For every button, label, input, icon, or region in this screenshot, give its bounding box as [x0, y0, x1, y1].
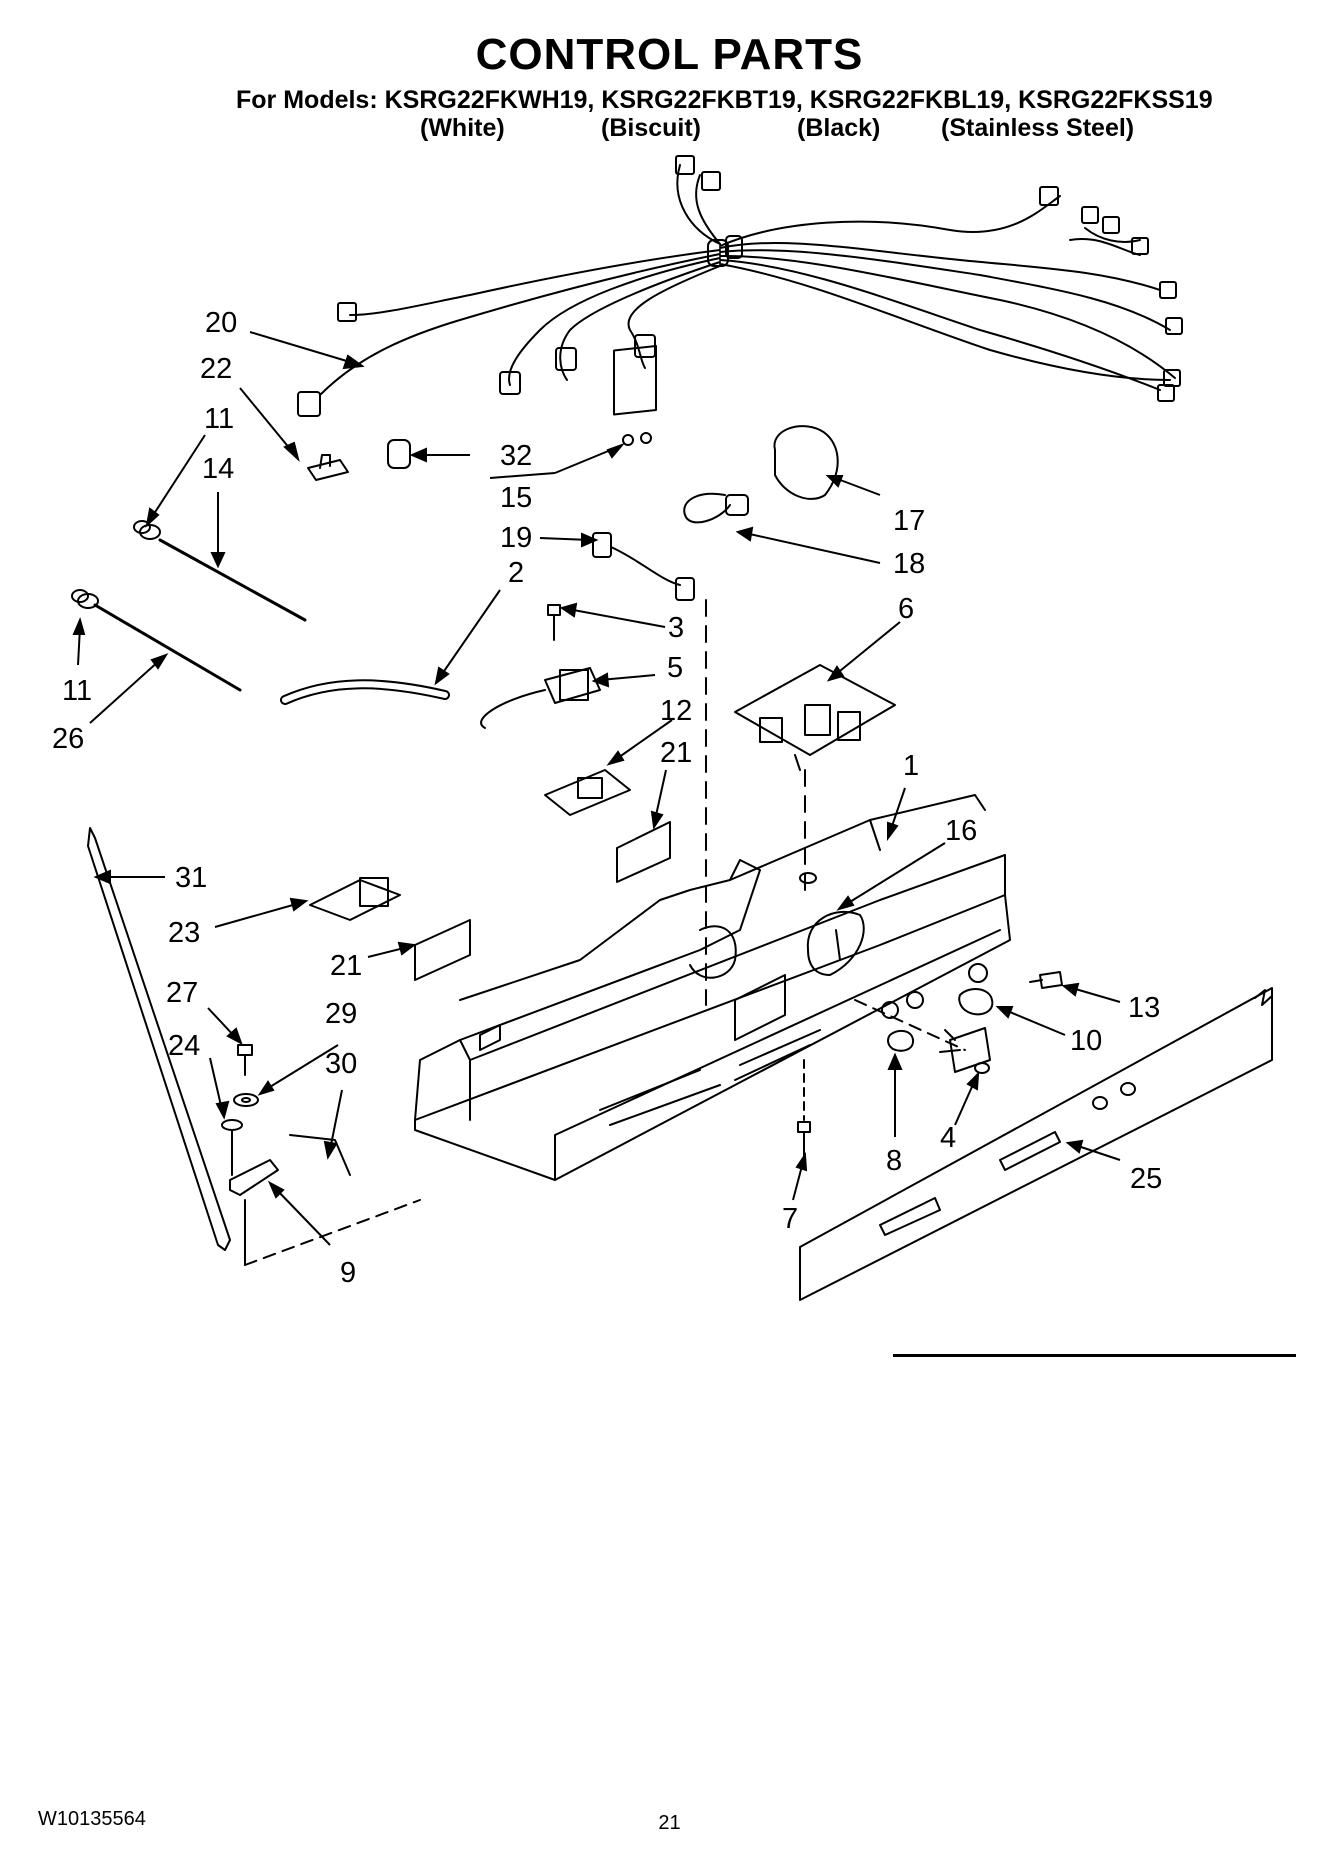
part-26 — [93, 603, 242, 692]
callout: 20 — [205, 307, 237, 339]
callout: 21 — [660, 737, 692, 769]
part-22 — [307, 459, 349, 481]
part-30 — [289, 1134, 351, 1176]
color-white: (White) — [420, 114, 505, 142]
part-5 — [480, 667, 601, 729]
part-15 — [613, 345, 657, 416]
part-6 — [734, 664, 896, 771]
part-32 — [387, 439, 411, 469]
part-14 — [158, 538, 307, 622]
wire-harness — [297, 155, 1183, 417]
part-31 — [87, 827, 231, 1251]
part-8 — [887, 1029, 915, 1052]
part-4 — [939, 1027, 991, 1074]
page-number: 21 — [658, 1812, 681, 1834]
model-colors: (White) (Biscuit) (Black) (Stainless Ste… — [0, 114, 1339, 144]
part-19 — [592, 532, 612, 558]
page-title: CONTROL PARTS — [475, 30, 864, 79]
callout: 31 — [175, 862, 207, 894]
callout: 11 — [62, 675, 92, 707]
callout: 19 — [500, 522, 532, 554]
callout: 25 — [1130, 1163, 1162, 1195]
part-3 — [547, 604, 561, 641]
callout: 30 — [325, 1048, 357, 1080]
callout: 1 — [903, 750, 919, 782]
part-25-panel — [799, 987, 1273, 1301]
exploded-parts-diagram: 20 22 11 14 32 15 17 19 18 2 3 6 11 26 5… — [52, 155, 1273, 1301]
models-line: For Models: KSRG22FKWH19, KSRG22FKBT19, … — [236, 86, 1213, 114]
callout: 5 — [667, 652, 683, 684]
callout: 6 — [898, 593, 914, 625]
callout: 24 — [168, 1030, 200, 1062]
part-7 — [797, 1121, 811, 1161]
callout: 7 — [782, 1203, 798, 1235]
separator-line — [893, 1354, 1296, 1357]
callout: 2 — [508, 557, 524, 589]
part-10 — [958, 988, 994, 1016]
callout: 18 — [893, 548, 925, 580]
part-27 — [237, 1044, 253, 1076]
callout: 16 — [945, 815, 977, 847]
document-number: W10135564 — [38, 1808, 146, 1830]
callout: 26 — [52, 723, 84, 755]
part-16 — [806, 910, 865, 976]
part-29 — [233, 1093, 259, 1107]
callout: 10 — [1070, 1025, 1102, 1057]
callout: 32 — [500, 440, 532, 472]
callout: 29 — [325, 998, 357, 1030]
callout: 11 — [204, 403, 234, 435]
part-23 — [309, 877, 401, 921]
part-21-lower — [414, 919, 471, 981]
callout: 14 — [202, 453, 234, 485]
callout: 3 — [668, 612, 684, 644]
color-stainless: (Stainless Steel) — [941, 114, 1135, 142]
callout: 15 — [500, 482, 532, 514]
callout: 9 — [340, 1257, 356, 1289]
callout: 4 — [940, 1122, 956, 1154]
part-9 — [229, 1159, 279, 1196]
callout: 23 — [168, 917, 200, 949]
callout: 17 — [893, 505, 925, 537]
part-24 — [221, 1119, 243, 1131]
color-black: (Black) — [797, 114, 881, 142]
callout: 21 — [330, 950, 362, 982]
part-12 — [544, 769, 631, 816]
part-1-housing — [414, 794, 1011, 1181]
callout: 12 — [660, 695, 692, 727]
part-13 — [1029, 971, 1063, 989]
callout: 27 — [166, 977, 198, 1009]
part-17 — [773, 425, 839, 500]
color-biscuit: (Biscuit) — [601, 114, 701, 142]
callout-numbers: 20 22 11 14 32 15 17 19 18 2 3 6 11 26 5… — [52, 307, 1162, 1289]
part-18 — [683, 492, 731, 524]
part-21-upper — [616, 821, 671, 883]
callout: 13 — [1128, 992, 1160, 1024]
callout: 22 — [200, 353, 232, 385]
callout: 8 — [886, 1145, 902, 1177]
